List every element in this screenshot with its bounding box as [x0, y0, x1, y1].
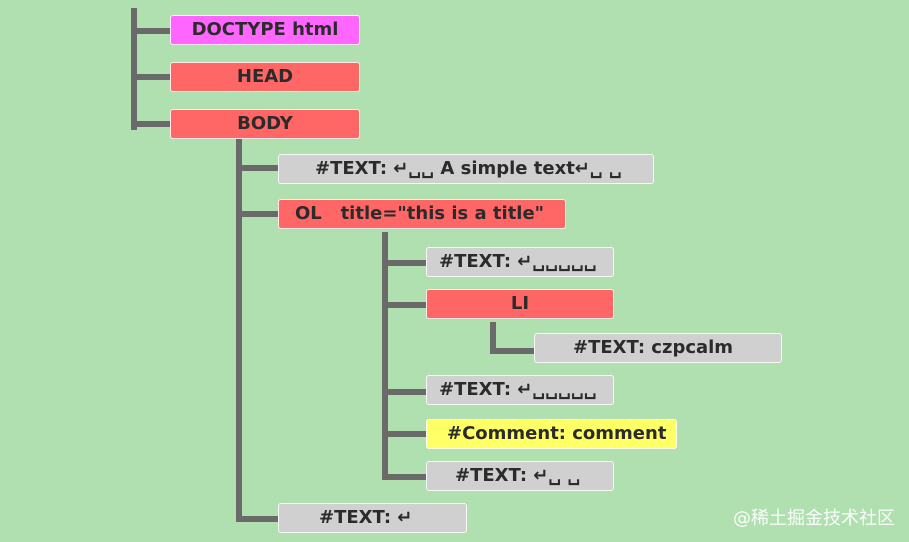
li-text-node: #TEXT: czpcalm	[534, 333, 782, 363]
ol-text-node-1: #TEXT: ↵␣␣␣␣␣	[426, 247, 614, 277]
watermark: @稀土掘金技术社区	[733, 508, 895, 529]
li-connector	[382, 302, 426, 308]
root-vertical-connector	[131, 8, 137, 130]
doctype-connector	[131, 28, 171, 34]
ol-text3-connector	[382, 474, 426, 480]
ol-text1-connector	[382, 260, 426, 266]
comment-connector	[382, 431, 426, 437]
doctype-node: DOCTYPE html	[170, 15, 360, 45]
ol-connector	[236, 211, 278, 217]
body-node: BODY	[170, 109, 360, 139]
ol-node: OL title="this is a title"	[278, 199, 566, 229]
comment-node: #Comment: comment	[426, 419, 677, 449]
body-vertical-connector	[236, 139, 242, 522]
li-node: LI	[426, 289, 614, 319]
li-text-connector	[490, 348, 534, 354]
body-text2-connector	[236, 516, 278, 522]
head-node: HEAD	[170, 62, 360, 92]
ol-vertical-connector	[382, 232, 388, 480]
body-connector	[131, 121, 171, 127]
head-connector	[131, 74, 171, 80]
ol-text2-connector	[382, 389, 426, 395]
body-text-node-1: #TEXT: ↵␣␣ A simple text↵␣ ␣	[278, 154, 654, 184]
ol-text-node-3: #TEXT: ↵␣ ␣	[426, 461, 614, 491]
body-text1-connector	[236, 165, 278, 171]
li-vertical-connector	[490, 322, 496, 354]
body-text-node-2: #TEXT: ↵	[278, 503, 467, 533]
ol-text-node-2: #TEXT: ↵␣␣␣␣␣	[426, 375, 614, 405]
